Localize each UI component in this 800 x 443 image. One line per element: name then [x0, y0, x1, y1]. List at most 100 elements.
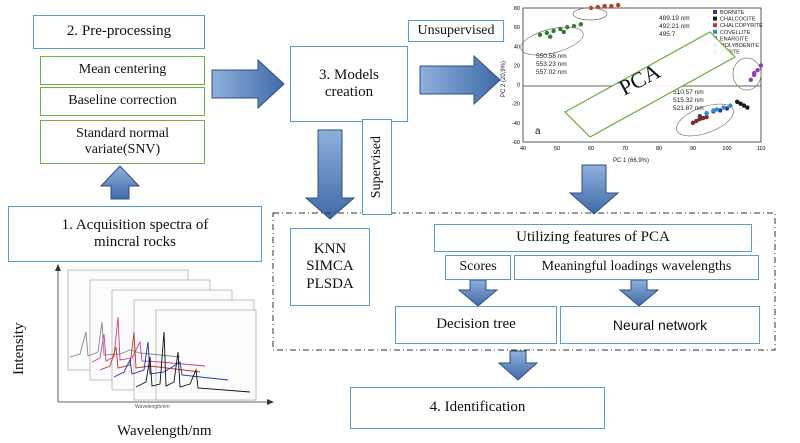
- scatter-point: [616, 2, 621, 8]
- preprocessing-label: 2. Pre-processing: [66, 23, 172, 40]
- y-tick-label: 40: [514, 44, 520, 50]
- loadings-box: Meaningful loadings wavelengths: [514, 255, 759, 280]
- legend-marker: [713, 23, 717, 28]
- scatter-point: [738, 101, 743, 106]
- y-tick-label: 80: [514, 6, 520, 12]
- y-tick-label: -20: [512, 102, 520, 108]
- x-tick-label: 50: [554, 146, 560, 152]
- legend-label: CHALCOCITE: [720, 17, 756, 23]
- scatter-point: [701, 115, 706, 121]
- pca-xlabel: PC 1 (66,9%): [613, 158, 649, 164]
- preprocessing-box: 2. Pre-processing: [33, 15, 205, 49]
- knn-label: KNN: [313, 241, 347, 258]
- y-tick-label: 60: [514, 25, 520, 31]
- x-tick-label: 80: [656, 146, 662, 152]
- scatter-point: [690, 120, 696, 126]
- scatter-point: [694, 118, 699, 124]
- scatter-point: [728, 103, 733, 108]
- annot-left-3: 557.02 nm: [536, 69, 567, 76]
- legend-label: ENARGITE: [720, 36, 748, 42]
- annot-left-2: 553.23 nm: [536, 61, 567, 68]
- snv-label: Standard normal variate(SNV): [76, 125, 169, 157]
- x-tick-label: 110: [757, 146, 766, 152]
- legend-label: COVELLITE: [720, 30, 751, 36]
- models-creation-box: 3. Models creation: [290, 46, 408, 122]
- legend-label: MOLYBDENITE: [720, 43, 759, 49]
- decision-tree-box: Decision tree: [395, 306, 557, 344]
- scatter-point: [752, 70, 757, 76]
- x-tick-label: 60: [588, 146, 594, 152]
- annot-top-3: 495.7: [659, 31, 676, 38]
- x-tick-label: 70: [622, 146, 628, 152]
- y-tick-label: -60: [512, 140, 520, 146]
- scatter-point: [602, 3, 607, 9]
- legend-marker: [713, 29, 717, 34]
- scatter-point: [704, 114, 709, 120]
- scores-box: Scores: [445, 255, 511, 280]
- scatter-point: [718, 108, 723, 113]
- unsupervised-box: Unsupervised: [408, 20, 504, 42]
- plsda-label: PLSDA: [306, 275, 354, 292]
- arrow-down-supervised: [304, 129, 356, 220]
- annot-right-2: 515.32 nm: [673, 97, 704, 104]
- dashed-container: [272, 212, 776, 351]
- scatter-point: [741, 103, 747, 108]
- arrow-down-loadings: [618, 279, 660, 307]
- scatter-point: [735, 99, 740, 105]
- baseline-correction-box: Baseline correction: [40, 87, 205, 116]
- spectra-x-axis-title: Wavelength/nm: [135, 404, 170, 410]
- annot-left-1: 550.58 nm: [536, 53, 567, 60]
- identification-label: 4. Identification: [429, 399, 526, 416]
- scatter-point: [561, 29, 566, 35]
- simca-label: SIMCA: [306, 258, 354, 275]
- neural-network-label: Neural network: [612, 316, 708, 333]
- scatter-point: [748, 77, 753, 82]
- annot-top-1: 489.19 nm: [659, 15, 690, 22]
- scatter-point: [721, 105, 726, 110]
- unsupervised-label: Unsupervised: [417, 22, 495, 38]
- legend-label: CHALCOPYRITE: [720, 23, 763, 29]
- x-tick-label: 90: [690, 146, 696, 152]
- acquisition-box: 1. Acquisition spectra of mincral rocks: [8, 206, 262, 262]
- scatter-point: [548, 34, 553, 39]
- x-tick-label: 100: [722, 146, 731, 152]
- y-tick-label: 0: [517, 83, 520, 89]
- decision-tree-label: Decision tree: [436, 316, 516, 333]
- arrow-right-models: [211, 58, 285, 110]
- scatter-point: [697, 116, 702, 122]
- scatter-point: [537, 32, 543, 37]
- supervised-box: Supervised: [362, 119, 392, 215]
- x-tick-label: 40: [520, 146, 526, 152]
- annot-right-1: 510.57 nm: [673, 89, 704, 96]
- scatter-point: [745, 105, 750, 110]
- acquisition-label: 1. Acquisition spectra of mincral rocks: [61, 216, 209, 250]
- scatter-point: [724, 106, 730, 111]
- arrow-up-acquisition: [99, 165, 141, 200]
- pca-ylabel: PC 2 (20,9%): [501, 61, 507, 97]
- legend-marker: [713, 16, 717, 21]
- scatter-point: [711, 108, 716, 113]
- utilizing-pca-box: Utilizing features of PCA: [434, 224, 752, 252]
- scatter-point: [609, 3, 614, 9]
- spectra-plot: Wavelength/nm: [55, 264, 274, 410]
- scatter-point: [758, 63, 764, 68]
- arrow-down-identification: [497, 350, 539, 381]
- mean-centering-box: Mean centering: [40, 56, 205, 85]
- scatter-point: [704, 111, 709, 116]
- arrow-down-scores: [457, 279, 499, 307]
- scatter-point: [551, 28, 556, 34]
- neural-network-box: Neural network: [560, 306, 760, 344]
- scores-label: Scores: [459, 259, 497, 275]
- wavelength-label: Wavelength/nm: [117, 423, 212, 439]
- panel-letter: a: [535, 126, 541, 137]
- supervised-methods-box: KNN SIMCA PLSDA: [290, 228, 370, 306]
- intensity-label: Intensity: [11, 322, 27, 376]
- y-tick-label: 20: [514, 63, 520, 69]
- mean-centering-label: Mean centering: [78, 62, 167, 78]
- annot-right-3: 521.87 nm: [673, 105, 704, 112]
- annot-top-2: 492.21 nm: [659, 23, 690, 30]
- scatter-point: [578, 22, 583, 27]
- baseline-correction-label: Baseline correction: [68, 93, 177, 109]
